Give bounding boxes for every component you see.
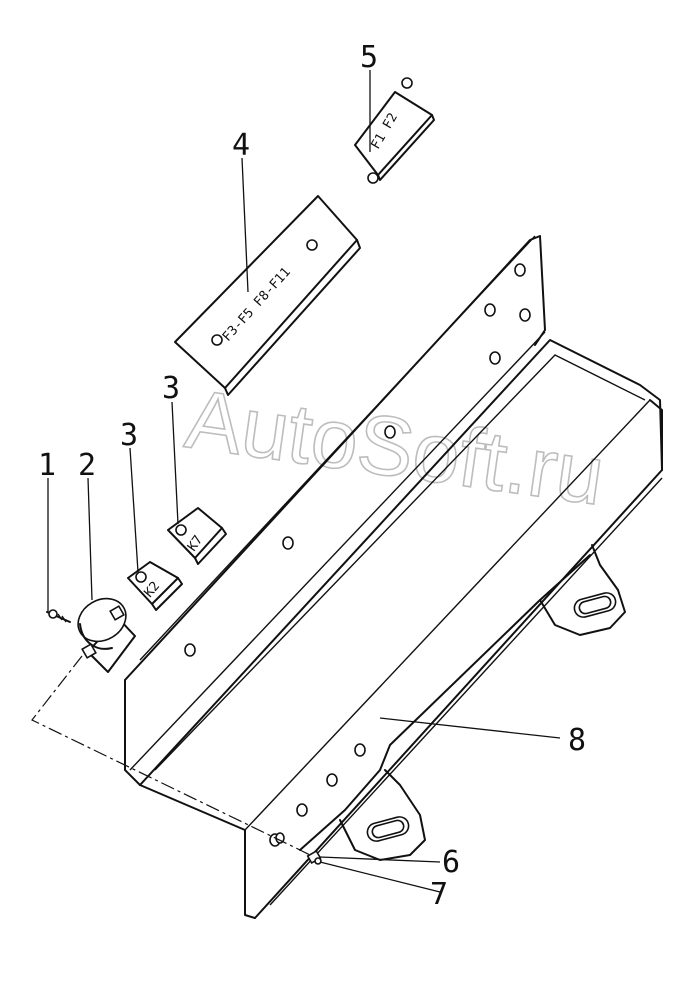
callout-8: 8 (568, 723, 586, 758)
callout-2: 2 (78, 448, 96, 483)
callout-7: 7 (430, 877, 448, 912)
nut-and-washer (306, 849, 322, 865)
relay-k7-label: K7 (185, 533, 206, 554)
assembly-center-line (31, 655, 313, 857)
screw (46, 609, 71, 623)
callout-4: 4 (232, 128, 250, 163)
callout-5: 5 (360, 40, 378, 75)
relay-k2: K2 (127, 561, 183, 611)
buzzer-component (77, 597, 136, 673)
watermark-text: AutoSoft.ru (181, 371, 610, 523)
callout-1: 1 (38, 448, 56, 483)
callout-6: 6 (442, 845, 460, 880)
mounting-bracket (124, 235, 663, 919)
leader-lines (47, 70, 561, 893)
fuse-label-plate-large: F3-F5 F8-F11 (174, 195, 361, 396)
callout-3-k2: 3 (120, 418, 138, 453)
fuse-label-plate-small: F1 F2 (354, 77, 435, 184)
callout-3-k7: 3 (162, 371, 180, 406)
fuse-plate-small-label: F1 F2 (368, 111, 401, 152)
relay-k7: K7 (167, 507, 227, 565)
